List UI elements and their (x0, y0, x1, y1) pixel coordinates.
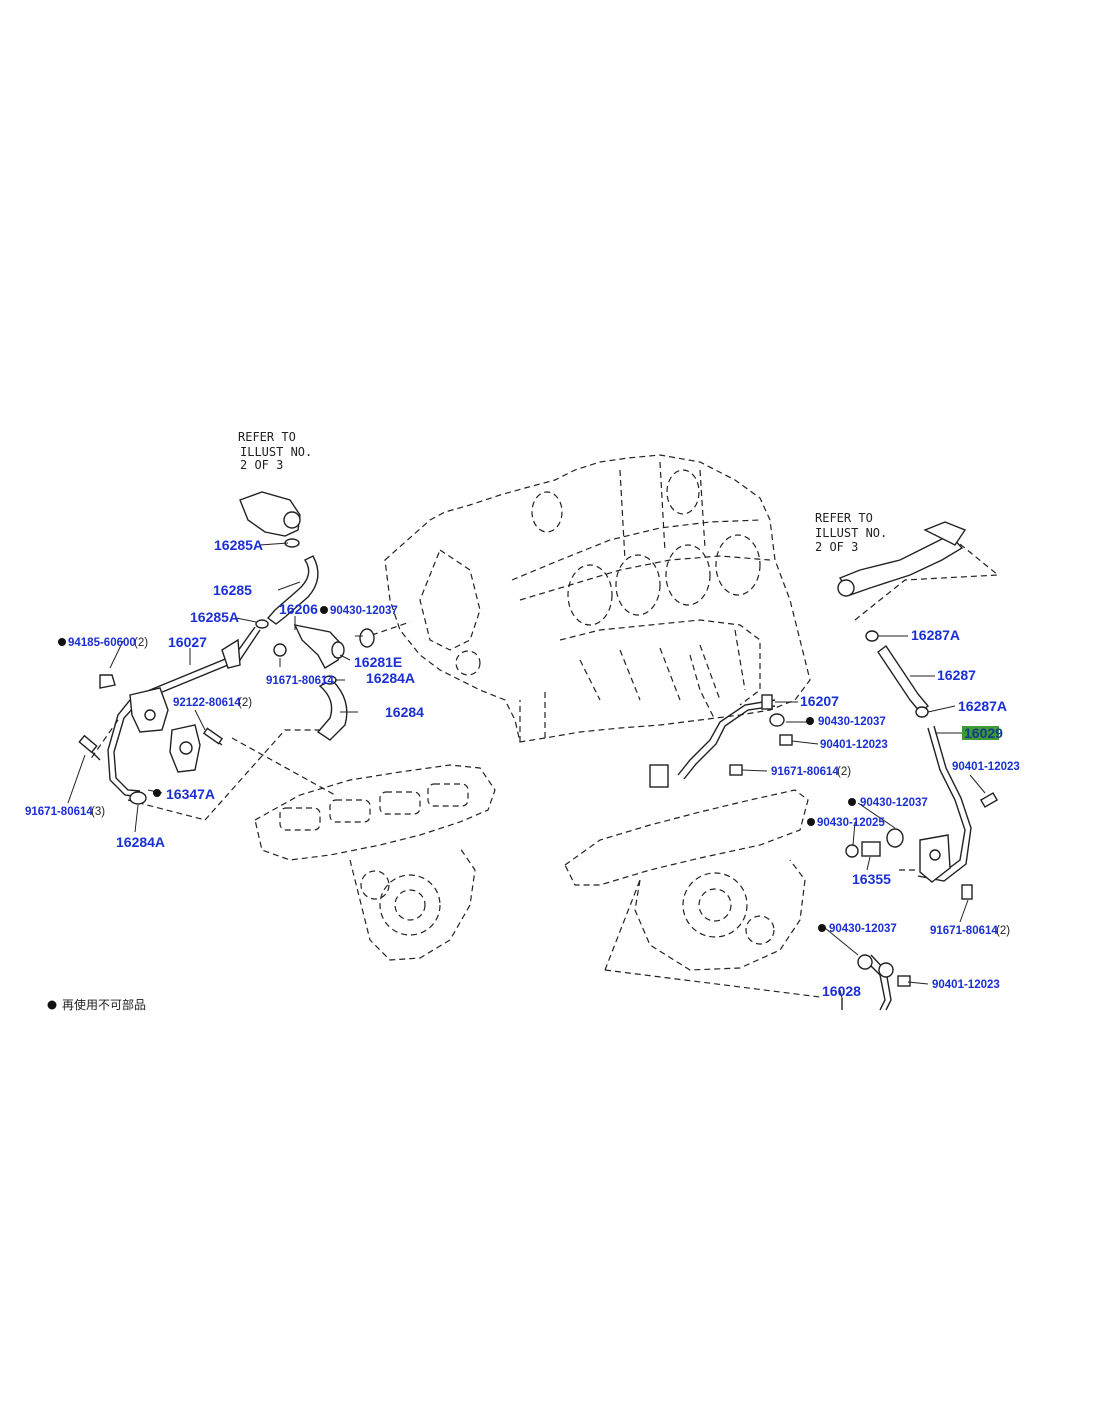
qty-92122: (2) (238, 697, 252, 709)
part-label-16285A-mid[interactable]: 16285A (190, 609, 239, 625)
part-label-90430-12037-a[interactable]: 90430-12037 (330, 605, 398, 617)
part-label-94185-60600[interactable]: 94185-60600 (68, 637, 136, 649)
part-label-16347A[interactable]: 16347A (166, 786, 215, 802)
part-label-16281E[interactable]: 16281E (354, 654, 402, 670)
qty-91671-d: (2) (996, 925, 1010, 937)
part-label-90430-12037-b[interactable]: 90430-12037 (818, 716, 886, 728)
filled-circle-icon (47, 1000, 57, 1010)
refer-left-line2: ILLUST NO. (240, 445, 312, 459)
part-label-16029[interactable]: 16029 (964, 725, 1003, 741)
filled-circle-icon (818, 924, 826, 932)
filled-circle-icon (807, 818, 815, 826)
engine-block-illustration (384, 454, 811, 743)
refer-left-line3: 2 OF 3 (240, 458, 283, 472)
filled-circle-icon (153, 789, 161, 797)
part-label-90430-12037-d[interactable]: 90430-12037 (829, 923, 897, 935)
legend-note: 再使用不可部品 (62, 997, 146, 1012)
part-label-16028[interactable]: 16028 (822, 983, 861, 999)
part-label-16206[interactable]: 16206 (279, 601, 318, 617)
part-label-90401-12023-c[interactable]: 90401-12023 (932, 979, 1000, 991)
part-label-16284[interactable]: 16284 (385, 704, 424, 720)
part-label-90430-12025[interactable]: 90430-12025 (817, 817, 885, 829)
part-label-90401-12023-b[interactable]: 90401-12023 (952, 761, 1020, 773)
left-hose-assembly (78, 491, 375, 805)
refer-right-line3: 2 OF 3 (815, 540, 858, 554)
part-label-92122-80614[interactable]: 92122-80614 (173, 697, 241, 709)
part-label-91671-80614-a[interactable]: 91671-80614 (266, 675, 334, 687)
part-label-90401-12023-a[interactable]: 90401-12023 (820, 739, 888, 751)
qty-91671-c: (2) (837, 766, 851, 778)
right-manifold-illustration (564, 789, 821, 998)
part-label-91671-80614-c[interactable]: 91671-80614 (771, 766, 839, 778)
refer-note-right: REFER TO ILLUST NO. 2 OF 3 (815, 511, 887, 554)
qty-94185: (2) (134, 637, 148, 649)
part-label-16285[interactable]: 16285 (213, 582, 252, 598)
part-label-16207[interactable]: 16207 (800, 693, 839, 709)
highlight-16029 (962, 726, 999, 740)
part-label-91671-80614-d[interactable]: 91671-80614 (930, 925, 998, 937)
refer-left-line1: REFER TO (238, 430, 296, 444)
filled-circle-icon (806, 717, 814, 725)
part-label-16355[interactable]: 16355 (852, 871, 891, 887)
refer-right-line1: REFER TO (815, 511, 873, 525)
left-manifold-illustration (254, 764, 496, 961)
part-label-16287A-a[interactable]: 16287A (911, 627, 960, 643)
filled-circle-icon (58, 638, 66, 646)
leader-lines (67, 542, 986, 999)
part-labels: 16285A 16285 16285A 16206 90430-12037 94… (25, 537, 1020, 999)
non-reusable-markers (58, 606, 856, 932)
part-label-16284A-a[interactable]: 16284A (366, 670, 415, 686)
part-label-16284A-b[interactable]: 16284A (116, 834, 165, 850)
part-label-16287[interactable]: 16287 (937, 667, 976, 683)
part-label-90430-12037-c[interactable]: 90430-12037 (860, 797, 928, 809)
filled-circle-icon (320, 606, 328, 614)
part-label-16287A-b[interactable]: 16287A (958, 698, 1007, 714)
filled-circle-icon (848, 798, 856, 806)
refer-note-left: REFER TO ILLUST NO. 2 OF 3 (238, 430, 312, 472)
refer-right-line2: ILLUST NO. (815, 526, 887, 540)
qty-91671-b: (3) (91, 806, 105, 818)
legend: 再使用不可部品 (47, 997, 146, 1012)
right-hose-assembly (649, 521, 999, 1011)
part-label-91671-80614-b[interactable]: 91671-80614 (25, 806, 93, 818)
part-label-16027[interactable]: 16027 (168, 634, 207, 650)
part-label-16285A-top[interactable]: 16285A (214, 537, 263, 553)
